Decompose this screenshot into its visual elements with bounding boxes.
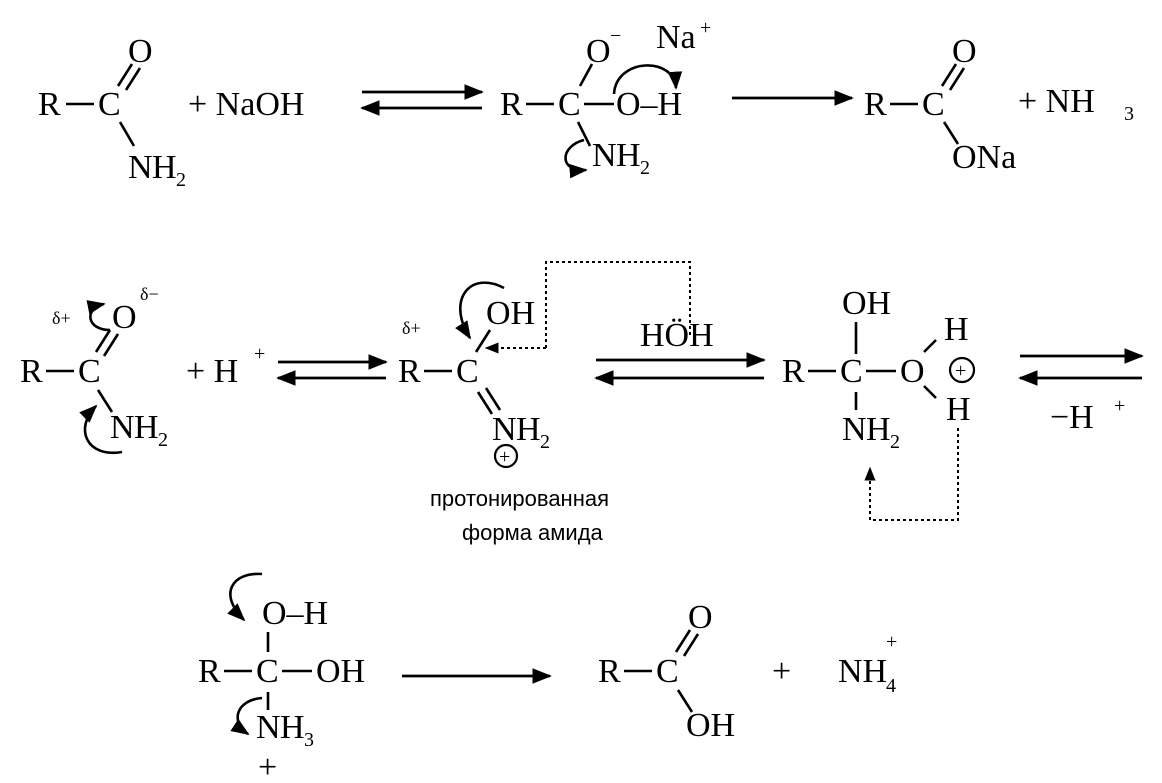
positive-charge: + — [258, 749, 277, 783]
atom-h: H — [516, 411, 541, 448]
hydroxyl-top: O–H — [262, 595, 328, 632]
atom-h: H — [134, 409, 159, 446]
electron-arrow — [227, 572, 263, 622]
row1-tetrahedral-intermediate: R C O − Na + O–H N H 2 — [500, 17, 711, 179]
electron-arrow — [564, 138, 588, 179]
atom-o: O — [952, 33, 977, 70]
subscript-2: 2 — [640, 157, 650, 179]
atom-c: C — [256, 653, 279, 690]
row1-amide: R C O N H 2 — [38, 33, 186, 191]
atom-o: O — [112, 299, 137, 336]
atom-h: H — [616, 137, 641, 174]
dashed-connector — [545, 261, 691, 348]
atom-n: N — [842, 411, 867, 448]
positive-charge-circle — [948, 356, 976, 384]
row3-carboxylic-acid: R C O OH — [598, 599, 735, 744]
ammonium: NH — [838, 653, 887, 690]
row1-carboxylate: R C O ONa — [864, 33, 1016, 176]
plus-sign: + — [772, 653, 791, 690]
delta-plus: δ+ — [52, 308, 71, 328]
hydroxyl-group: O–H — [616, 86, 682, 123]
ammonia: + NH — [1018, 83, 1095, 120]
hydroxyl-group: OH — [486, 295, 535, 332]
electron-arrow — [230, 696, 263, 736]
atom-r: R — [864, 86, 887, 123]
delta-plus: δ+ — [402, 318, 421, 338]
atom-h: H — [280, 709, 305, 746]
atom-c: C — [98, 86, 121, 123]
electron-arrow — [86, 300, 111, 332]
electron-arrow — [612, 64, 683, 95]
hydroxyl-right: OH — [316, 653, 365, 690]
row3-tetrahedral-intermediate: O–H R C OH N H 3 + — [198, 572, 365, 783]
row2-protonated-amide: δ+ R C OH N H 2 + — [398, 261, 691, 469]
caption-amide-form: форма амида — [462, 520, 604, 545]
caption-protonated: протонированная — [430, 486, 609, 511]
atom-r: R — [198, 653, 221, 690]
reagent-naoh: + NaOH — [188, 86, 304, 123]
proton-loss: −H — [1050, 399, 1094, 436]
subscript-3: 3 — [1124, 103, 1134, 125]
equilibrium-arrow-2 — [276, 354, 388, 386]
atom-c: C — [78, 353, 101, 390]
atom-r: R — [38, 86, 61, 123]
atom-h-lower: H — [946, 391, 971, 428]
atom-r: R — [598, 653, 621, 690]
atom-n: N — [256, 709, 281, 746]
atom-c: C — [558, 86, 581, 123]
subscript-2: 2 — [158, 429, 168, 451]
atom-n: N — [110, 409, 135, 446]
atom-n: N — [128, 149, 153, 186]
atom-n: N — [492, 411, 517, 448]
atom-h-upper: H — [944, 311, 969, 348]
subscript-2: 2 — [176, 169, 186, 191]
atom-c: C — [456, 353, 479, 390]
equilibrium-arrow-4 — [1018, 348, 1144, 386]
hydroxyl-top: OH — [842, 285, 891, 322]
equilibrium-arrow-3 — [594, 352, 766, 386]
atom-o: O — [900, 353, 925, 390]
electron-arrow — [79, 404, 123, 455]
equilibrium-arrow-1 — [360, 84, 484, 116]
atom-c: C — [656, 653, 679, 690]
dashed-connector — [869, 428, 959, 521]
atom-r: R — [500, 86, 523, 123]
positive-charge-circle — [493, 443, 519, 469]
water: HÖH — [640, 317, 714, 354]
proton-charge: + — [254, 343, 265, 365]
subscript-2: 2 — [890, 431, 900, 453]
proton-loss-charge: + — [1114, 395, 1125, 417]
subscript-4: 4 — [886, 675, 896, 697]
subscript-2: 2 — [540, 431, 550, 453]
atom-c: C — [922, 86, 945, 123]
charge-symbol: + — [499, 446, 510, 468]
atom-c: C — [840, 353, 863, 390]
electron-arrow — [455, 281, 505, 340]
positive-charge: + — [700, 17, 711, 39]
negative-charge: − — [610, 25, 621, 47]
atom-r: R — [782, 353, 805, 390]
sodium-ion: Na — [656, 19, 696, 56]
atom-r: R — [398, 353, 421, 390]
row2-tetrahedral-intermediate: OH R C O H + H N H 2 — [782, 285, 976, 521]
charge-symbol: + — [955, 360, 966, 382]
atom-r: R — [20, 353, 43, 390]
atom-o: O — [688, 599, 713, 636]
atom-o: O — [128, 33, 153, 70]
atom-h: H — [152, 149, 177, 186]
atom-n: N — [592, 137, 617, 174]
subscript-3: 3 — [304, 729, 314, 751]
row2-amide: δ+ δ− O R C N H 2 — [20, 284, 168, 455]
ammonium-charge: + — [886, 631, 897, 653]
ona-group: ONa — [952, 139, 1016, 176]
hydroxyl-group: OH — [686, 707, 735, 744]
delta-minus: δ− — [140, 284, 159, 304]
atom-o: O — [586, 33, 611, 70]
proton: + H — [186, 353, 238, 390]
atom-h: H — [866, 411, 891, 448]
